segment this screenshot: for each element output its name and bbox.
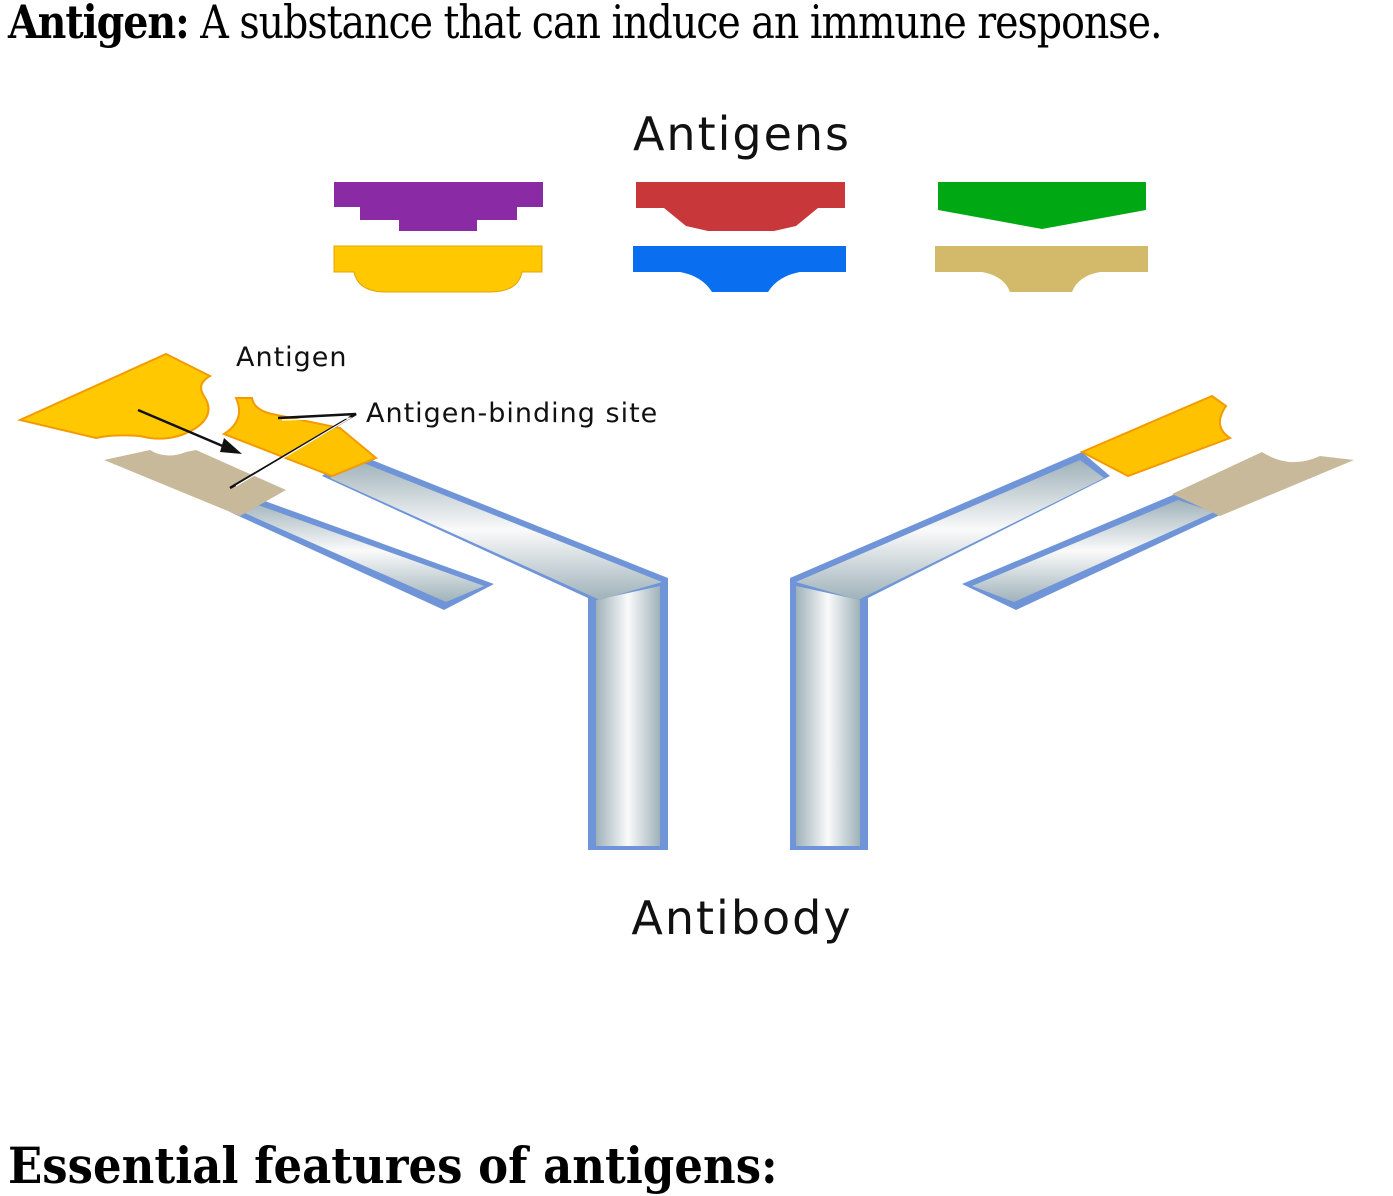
antigen-tan xyxy=(935,246,1148,292)
arrowhead xyxy=(220,438,242,454)
definition-text: A substance that can induce an immune re… xyxy=(188,0,1162,49)
antigen-label: Antigen xyxy=(236,342,348,373)
right-heavy-variable-region xyxy=(1079,394,1233,478)
section-heading: Essential features of antigens: xyxy=(8,1136,778,1195)
left-light-variable-region xyxy=(104,450,286,516)
antigen-red xyxy=(636,182,845,231)
left-heavy-variable-region xyxy=(221,397,378,478)
binding-site-leader-line xyxy=(229,412,357,490)
free-antigen xyxy=(16,352,213,440)
antigen-blue xyxy=(633,246,846,292)
binding-arrow xyxy=(137,408,233,452)
antigen-yellow xyxy=(333,245,543,293)
right-light-variable-region xyxy=(1172,452,1354,516)
antibody-title: Antibody xyxy=(631,891,852,945)
antigens-title: Antigens xyxy=(633,107,851,161)
antigen-green xyxy=(938,182,1146,229)
binding-site-label: Antigen-binding site xyxy=(366,398,658,429)
definition-term: Antigen: xyxy=(8,0,190,49)
antigen-purple xyxy=(334,182,543,231)
antigen-definition: Antigen: A substance that can induce an … xyxy=(8,0,1163,52)
